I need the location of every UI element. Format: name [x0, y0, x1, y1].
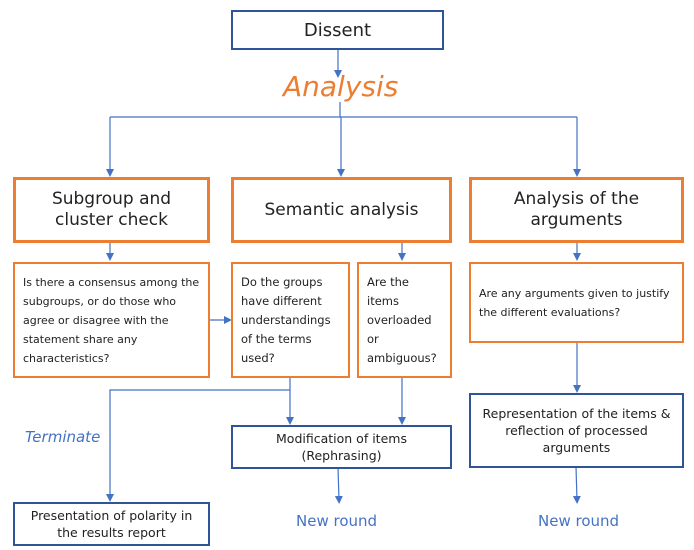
terms-question: Do the groups have different understandi…: [241, 274, 331, 365]
semantic-heading: Semantic analysis: [264, 199, 419, 220]
subgroup-cluster-box: Subgroup and cluster check: [13, 177, 210, 243]
semantic-analysis-box: Semantic analysis: [231, 177, 452, 243]
items-question-box: Are the items overloaded or ambiguous?: [357, 262, 452, 378]
analysis-label: Analysis: [283, 70, 399, 103]
subgroup-heading: Subgroup and cluster check: [51, 189, 172, 230]
modification-box: Modification of items (Rephrasing): [231, 425, 452, 469]
arguments-question: Are any arguments given to justify the d…: [479, 286, 670, 319]
consensus-question: Is there a consensus among the subgroups…: [23, 275, 200, 365]
new-round-label-1: New round: [296, 512, 378, 530]
arguments-question-box: Are any arguments given to justify the d…: [469, 262, 684, 343]
dissent-box: Dissent: [231, 10, 444, 50]
arguments-analysis-box: Analysis of the arguments: [469, 177, 684, 243]
presentation-box: Presentation of polarity in the results …: [13, 502, 210, 546]
items-question: Are the items overloaded or ambiguous?: [367, 274, 437, 365]
terminate-label: Terminate: [25, 428, 101, 446]
consensus-question-box: Is there a consensus among the subgroups…: [13, 262, 210, 378]
arrow-modification-newround: [334, 467, 343, 504]
arrow-representation-newround: [572, 466, 581, 504]
representation-label: Representation of the items & reflection…: [482, 406, 671, 455]
presentation-label: Presentation of polarity in the results …: [30, 508, 193, 540]
terms-question-box: Do the groups have different understandi…: [231, 262, 350, 378]
arguments-heading: Analysis of the arguments: [513, 189, 640, 230]
terms-down-bar: [106, 377, 291, 502]
new-round-label-2: New round: [538, 512, 620, 530]
dissent-label: Dissent: [303, 19, 372, 41]
modification-label: Modification of items (Rephrasing): [276, 431, 407, 463]
representation-box: Representation of the items & reflection…: [469, 393, 684, 468]
